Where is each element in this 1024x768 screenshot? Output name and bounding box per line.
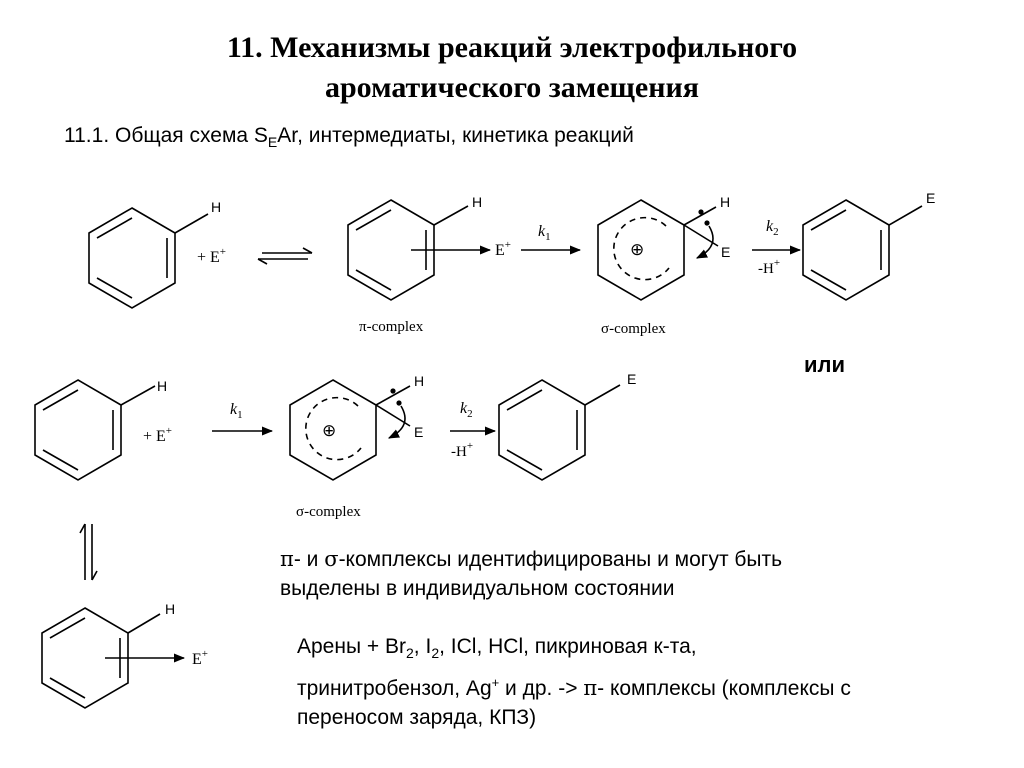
k-subscript: 1 [545,231,551,243]
charge-plus: + [505,239,511,251]
note-text: Арены + Br [297,635,406,658]
proton-loss-label: -H+ [451,440,473,460]
k-symbol: k [766,218,774,235]
product-ring-2 [498,379,621,481]
k-subscript: 2 [467,408,473,420]
electrophile-label: E+ [192,648,208,668]
k-symbol: k [460,400,468,417]
subtitle-pre: 11.1. Общая схема S [64,124,268,147]
sigma-complex-label: σ-complex [296,504,361,520]
arenes-line-3: переносом заряда, КПЗ) [297,706,537,730]
note-text: -комплексы идентифицированы и могут быть [338,548,783,571]
section-subtitle: 11.1. Общая схема SEAr, интермедиаты, ки… [64,124,634,150]
plus-electrophile-text: + E [197,249,220,266]
or-label: или [804,352,846,377]
k-symbol: k [230,401,238,418]
slide-title: 11. Механизмы реакций электрофильного ар… [0,28,1024,108]
k-symbol: k [538,223,546,240]
electrophile-text: E [192,651,202,668]
rate-constant-k1: k1 [230,401,243,421]
benzene-ring [88,207,209,309]
hydrogen-label: H [157,378,167,394]
hydrogen-label: H [720,194,730,210]
pi-symbol: π [280,547,294,571]
radical-dot [698,209,704,215]
positive-charge-circle: ⊕ [322,421,336,440]
complex-identification-note: π- и σ-комплексы идентифицированы и могу… [280,545,782,603]
plus-electrophile: + E+ [197,246,226,266]
pi-complex-ring-2 [41,607,186,709]
subscript: 2 [431,645,440,662]
vertical-equilibrium-arrows [79,523,98,581]
k-subscript: 2 [773,226,779,238]
title-line-2: ароматического замещения [324,71,700,104]
note-text: - и [293,548,325,571]
plus-electrophile-text: + E [143,428,166,445]
pi-complex-label: π-complex [359,319,424,335]
substituent-label: E [627,371,636,387]
k-subscript: 1 [237,409,243,421]
note-text: - комплексы (комплексы с [597,677,851,701]
hydrogen-label: H [414,373,424,389]
electrophile-label: E+ [495,239,511,259]
note-line-1: π- и σ-комплексы идентифицированы и могу… [280,545,782,574]
pi-symbol: π [583,676,598,701]
arenes-note: Арены + Br2, I2, ICl, HCl, пикриновая к-… [297,632,851,732]
charge-plus: + [467,440,473,452]
title-line-1: 11. Механизмы реакций электрофильного [226,31,798,64]
note-text: , ICl, HCl, пикриновая к-та, [439,635,697,658]
hydrogen-label: H [211,199,221,215]
proton-loss-text: -H [451,444,467,460]
arenes-line-1: Арены + Br2, I2, ICl, HCl, пикриновая к-… [297,632,851,668]
note-line-2: выделены в индивидуальном состоянии [280,577,675,600]
plus-electrophile: + E+ [143,425,172,445]
hydrogen-label: H [165,601,175,617]
charge-plus: + [220,246,226,258]
sigma-symbol: σ [324,547,339,571]
substituent-label: E [414,424,423,440]
radical-dot [396,400,402,406]
sigma-complex-label: σ-complex [601,321,666,337]
sigma-complex-ring [597,199,719,301]
product-ring [802,199,923,301]
sigma-complex-ring-2 [289,379,411,481]
pi-complex-ring [347,199,492,301]
charge-plus: + [166,425,172,437]
note-text: и др. -> [499,677,584,701]
arenes-line-2: тринитробензол, Ag+ и др. -> π- комплекс… [297,668,851,703]
proton-loss-text: -H [758,261,774,277]
rate-constant-k2: k2 [766,218,779,238]
radical-dot [704,220,710,226]
charge-plus: + [774,257,780,269]
note-text: тринитробензол, Ag [297,677,492,701]
rate-constant-k2: k2 [460,400,473,420]
hydrogen-label: H [472,194,482,210]
subscript: 2 [406,645,414,662]
equilibrium-arrows [257,247,313,265]
subtitle-sub: E [267,134,278,151]
electrophile-text: E [495,242,505,259]
benzene-ring-2 [34,379,156,481]
positive-charge-circle: ⊕ [630,240,644,259]
substituent-label: E [721,244,730,260]
note-text: , I [413,635,432,658]
radical-dot [390,388,396,394]
superscript: + [491,675,500,691]
charge-plus: + [202,648,208,660]
rate-constant-k1: k1 [538,223,551,243]
substituent-label: E [926,190,935,206]
proton-loss-label: -H+ [758,257,780,277]
subtitle-post: Ar, интермедиаты, кинетика реакций [277,124,634,147]
